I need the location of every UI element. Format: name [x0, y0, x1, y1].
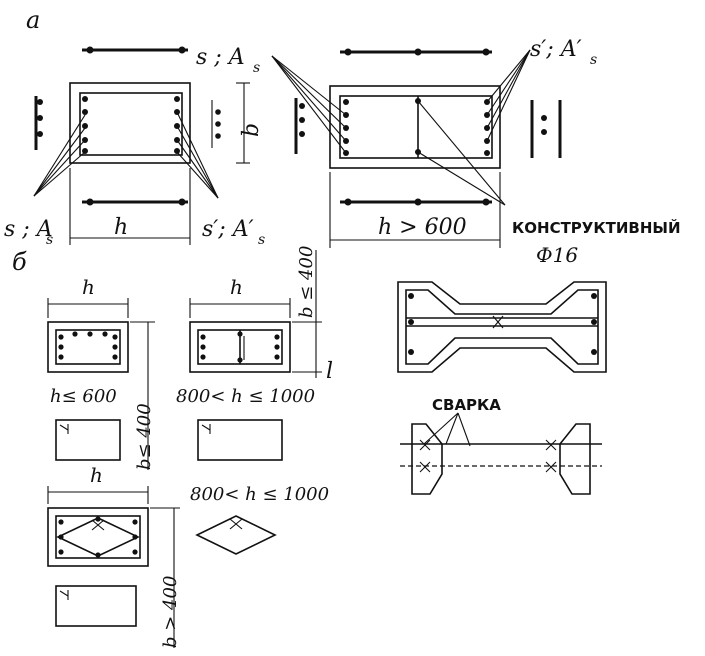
l-mark-label: l — [326, 359, 333, 384]
s-prime-top-sub: s — [590, 52, 597, 68]
h-label-a2: h > 600 — [378, 215, 467, 240]
s-prime-top-label: s′; A′ — [530, 37, 582, 62]
s-prime-bottom-label: s′; A′ — [202, 217, 254, 242]
s-As-top-label: s ; A — [196, 45, 245, 70]
svarka-label: СВАРКА — [432, 396, 501, 414]
welded-cage — [400, 412, 602, 495]
konstr-label: КОНСТРУКТИВНЫЙ — [512, 218, 681, 237]
b-cond-b3: b > 400 — [160, 576, 181, 648]
i-beam-section — [397, 281, 607, 373]
section-b2 — [189, 250, 322, 461]
section-b1 — [47, 298, 155, 470]
section-a1 — [33, 46, 250, 245]
s-prime-bottom-sub: s — [258, 232, 265, 248]
section-a2-outline — [329, 85, 501, 169]
h-cond-b1: h≤ 600 — [50, 386, 117, 407]
phi16-label: Ф16 — [536, 243, 578, 267]
part-a-label: а — [26, 6, 40, 34]
section-a1-outline — [69, 82, 191, 164]
h-label-a1: h — [114, 215, 128, 240]
h-cond-b3: 800< h ≤ 1000 — [190, 484, 329, 505]
h-label-b2: h — [230, 275, 243, 299]
s-As-top-sub: s — [253, 60, 260, 76]
h-label-b3: h — [90, 463, 103, 487]
s-As-left-label: s ; A — [4, 217, 53, 242]
b-cond-b1: b≤ 400 — [134, 403, 155, 470]
b-cond-b2: b ≤ 400 — [296, 246, 317, 318]
h-cond-b2: 800< h ≤ 1000 — [176, 386, 315, 407]
s-As-left-sub: s — [46, 232, 53, 248]
h-label-b1: h — [82, 275, 95, 299]
section-b3 — [47, 486, 277, 648]
part-b-label: б — [12, 248, 27, 276]
b-label-a1: b — [239, 123, 264, 137]
section-a2 — [271, 48, 562, 248]
